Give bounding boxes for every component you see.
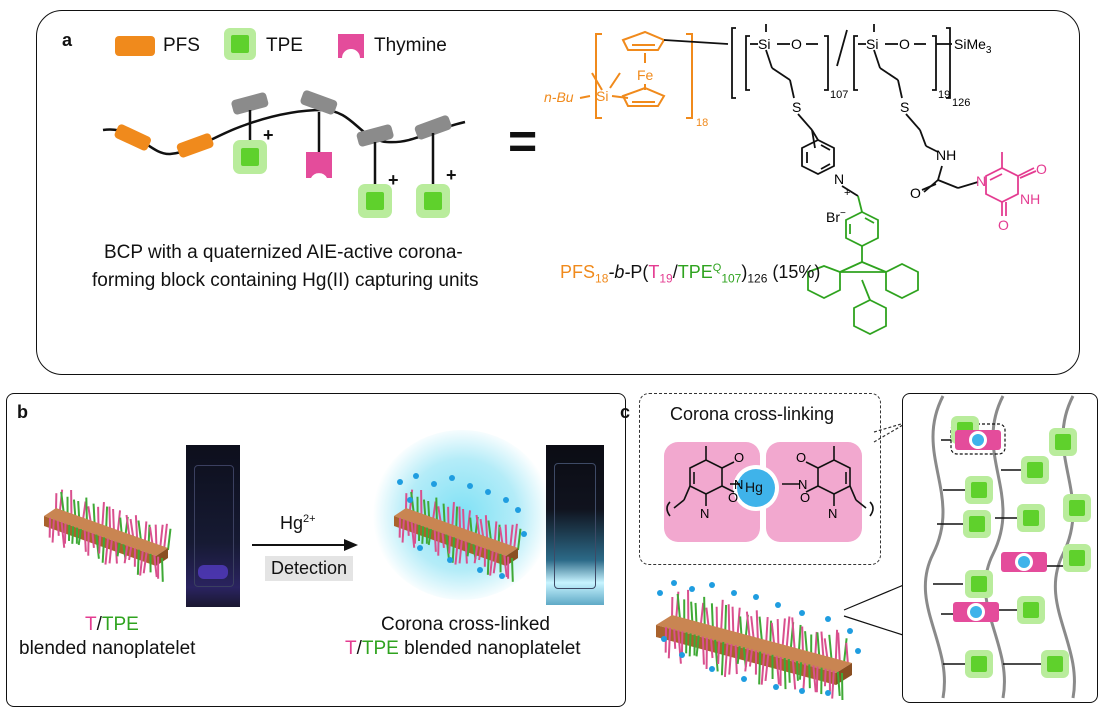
panel-a xyxy=(36,10,1080,375)
si-label: Si xyxy=(596,88,608,104)
thymine-hg-complex: O N O O N O N N xyxy=(666,446,874,521)
tpe-unit xyxy=(358,184,392,218)
br-label: Br− xyxy=(826,208,846,225)
pfs-block xyxy=(114,124,151,151)
polymer-chain-cartoon xyxy=(102,90,466,218)
n-label: N xyxy=(828,506,837,521)
formula-pfs-sub: 18 xyxy=(595,271,609,286)
fe-label: Fe xyxy=(637,67,654,83)
formula-tpe: TPE xyxy=(677,262,713,282)
vial-photo-dark xyxy=(186,445,240,607)
sub-107: 107 xyxy=(830,89,848,101)
gray-block xyxy=(356,124,394,147)
nanoplatelet-c xyxy=(656,580,861,700)
legend-tpe-swatch xyxy=(224,28,256,60)
vial-photo-bright xyxy=(546,445,604,605)
thymine-unit xyxy=(306,152,332,178)
panel-c-label: c xyxy=(620,402,631,422)
n-label: N xyxy=(700,506,709,521)
o-label: O xyxy=(998,217,1009,233)
sime3-label: SiMe3 xyxy=(954,36,992,56)
gray-block xyxy=(300,90,338,115)
gray-block xyxy=(231,92,269,115)
formula-slash: / xyxy=(672,262,678,282)
n-label: N xyxy=(734,477,743,492)
panel-a-label: a xyxy=(62,30,73,50)
left-caption-line1: T/TPE xyxy=(85,614,139,635)
o-label: O xyxy=(734,450,744,465)
right-caption-line1: Corona cross-linked xyxy=(381,614,550,635)
formula-t-sub: 19 xyxy=(659,271,673,286)
formula-b: -b- xyxy=(608,262,631,282)
zoom-pointer xyxy=(843,583,907,637)
tpe-unit xyxy=(233,140,267,174)
plus-label: + xyxy=(844,187,850,199)
right-caption-line2: T/TPE blended nanoplatelet xyxy=(345,638,581,659)
si-label: Si xyxy=(758,36,770,52)
s-label: S xyxy=(792,99,801,115)
nh-label: NH xyxy=(936,147,956,163)
reagent-label: Hg2+ xyxy=(280,513,316,533)
o-label: O xyxy=(800,490,810,505)
formula-pfs: PFS xyxy=(560,262,596,282)
legend-pfs-swatch xyxy=(115,36,155,56)
pfs-block xyxy=(176,133,214,158)
detection-label: Detection xyxy=(265,556,354,581)
si-label: Si xyxy=(866,36,878,52)
o-label: O xyxy=(910,185,921,201)
nbu-label: n-Bu xyxy=(544,89,574,105)
tpe-unit xyxy=(416,184,450,218)
o-label: O xyxy=(899,36,910,52)
reaction-arrow xyxy=(252,539,358,551)
formula-tpe-sup: Q xyxy=(712,262,722,274)
nanoplatelet-right xyxy=(394,473,527,582)
legend-thymine-swatch xyxy=(336,32,366,65)
caption-line2: forming block containing Hg(II) capturin… xyxy=(92,270,479,291)
s-label: S xyxy=(900,99,909,115)
o-label: O xyxy=(728,490,738,505)
formula-close-sub: 126 xyxy=(747,271,768,286)
charge-plus: + xyxy=(388,170,399,190)
charge-plus: + xyxy=(446,165,457,185)
corona-zoom-diagram xyxy=(923,395,1091,699)
n-label: N xyxy=(798,477,807,492)
n-label: N xyxy=(976,173,986,189)
caption-line1: BCP with a quaternized AIE-active corona… xyxy=(104,242,463,263)
mercury-ion xyxy=(733,465,779,511)
gray-block xyxy=(414,115,452,140)
formula-pct: (15%) xyxy=(767,262,821,282)
hg-label: Hg xyxy=(745,479,763,495)
sub-18: 18 xyxy=(696,117,708,129)
nanoplatelet-left xyxy=(44,489,172,582)
formula-close: ) xyxy=(741,262,748,282)
left-caption-line2: blended nanoplatelet xyxy=(19,638,196,659)
n-label: N xyxy=(834,171,844,187)
o-label: O xyxy=(791,36,802,52)
legend-pfs-label: PFS xyxy=(163,35,200,56)
nh-label: NH xyxy=(1020,191,1040,207)
sub-19: 19 xyxy=(938,89,950,101)
panel-b-label: b xyxy=(17,402,28,422)
formula: PFS18-b-P(T19/TPEQ107)126 (15%) xyxy=(560,262,820,286)
charge-plus: + xyxy=(263,125,274,145)
legend-thymine-label: Thymine xyxy=(374,35,447,56)
o-label: O xyxy=(1036,161,1047,177)
formula-p: P( xyxy=(630,262,649,282)
thymine-pad-right xyxy=(766,442,862,542)
formula-tpe-sub: 107 xyxy=(721,271,742,286)
o-label: O xyxy=(796,450,806,465)
formula-t: T xyxy=(648,262,660,282)
callout-title: Corona cross-linking xyxy=(670,404,835,424)
legend-tpe-label: TPE xyxy=(266,35,303,56)
equals-sign: = xyxy=(508,113,538,169)
chemical-structure: Fe Si n-Bu 18 xyxy=(544,24,1047,336)
sub-126: 126 xyxy=(952,97,970,109)
